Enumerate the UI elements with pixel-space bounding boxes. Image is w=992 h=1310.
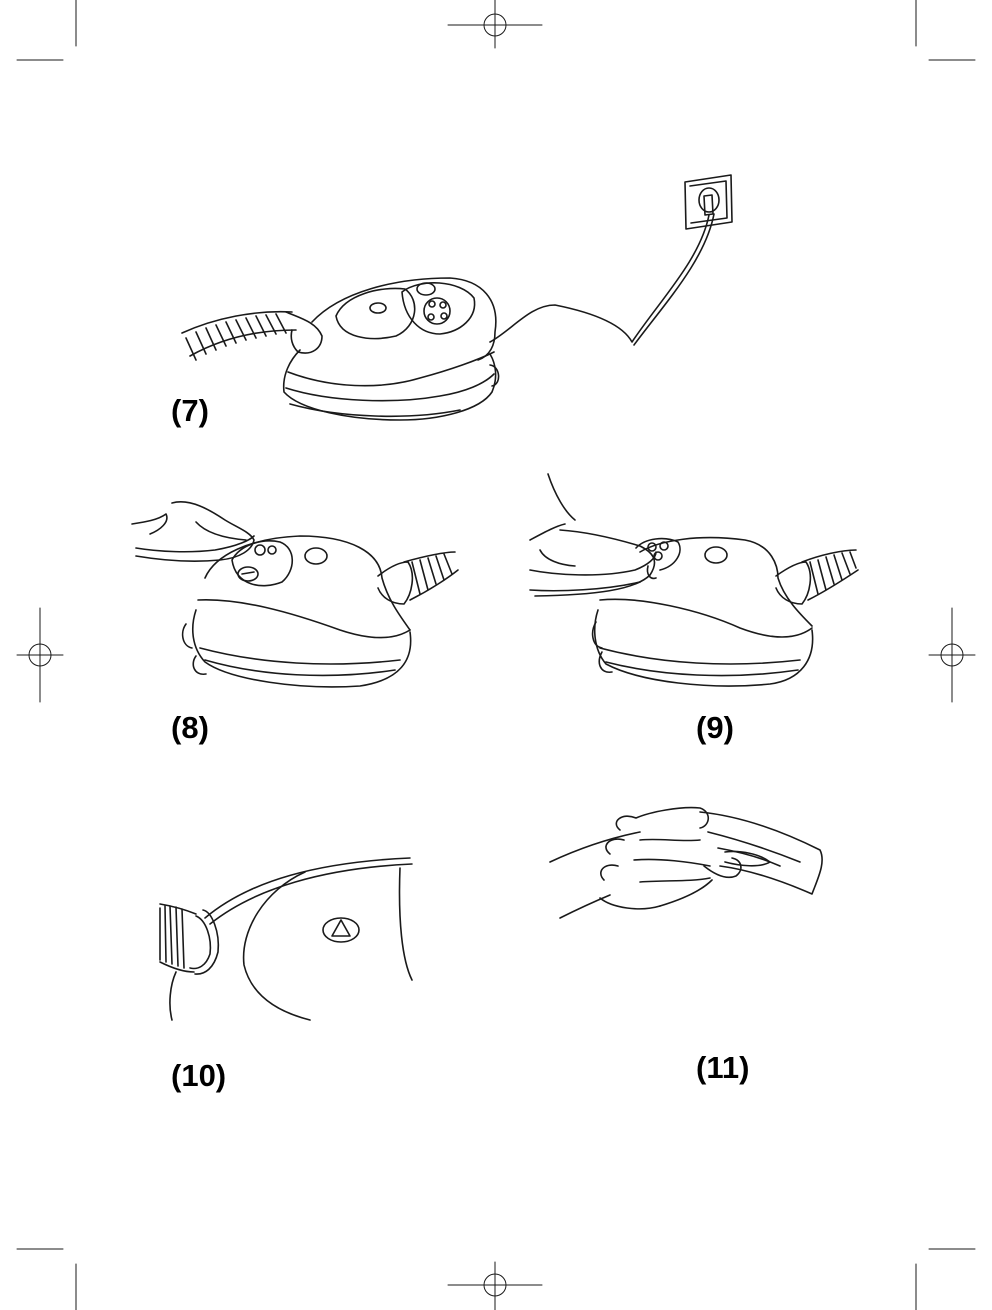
registration-mark-right [929,608,975,702]
hose-connector-release-button-icon [160,858,412,1020]
hand-holding-hose-handle-icon [550,808,822,918]
figure-label-8: (8) [171,712,209,743]
figure-label-11: (11) [696,1052,749,1083]
figure-label-10: (10) [171,1060,226,1091]
figure-label-9: (9) [696,712,734,743]
foot-pressing-power-button-icon [132,502,458,687]
registration-mark-top [448,0,542,48]
foot-pressing-cord-rewind-button-icon [530,474,858,686]
crop-marks [17,0,975,1310]
registration-mark-bottom [448,1262,542,1310]
steam-cleaner-plugged-into-wall-socket-icon [182,175,732,420]
registration-mark-left [17,608,63,702]
figure-label-7: (7) [171,395,209,426]
